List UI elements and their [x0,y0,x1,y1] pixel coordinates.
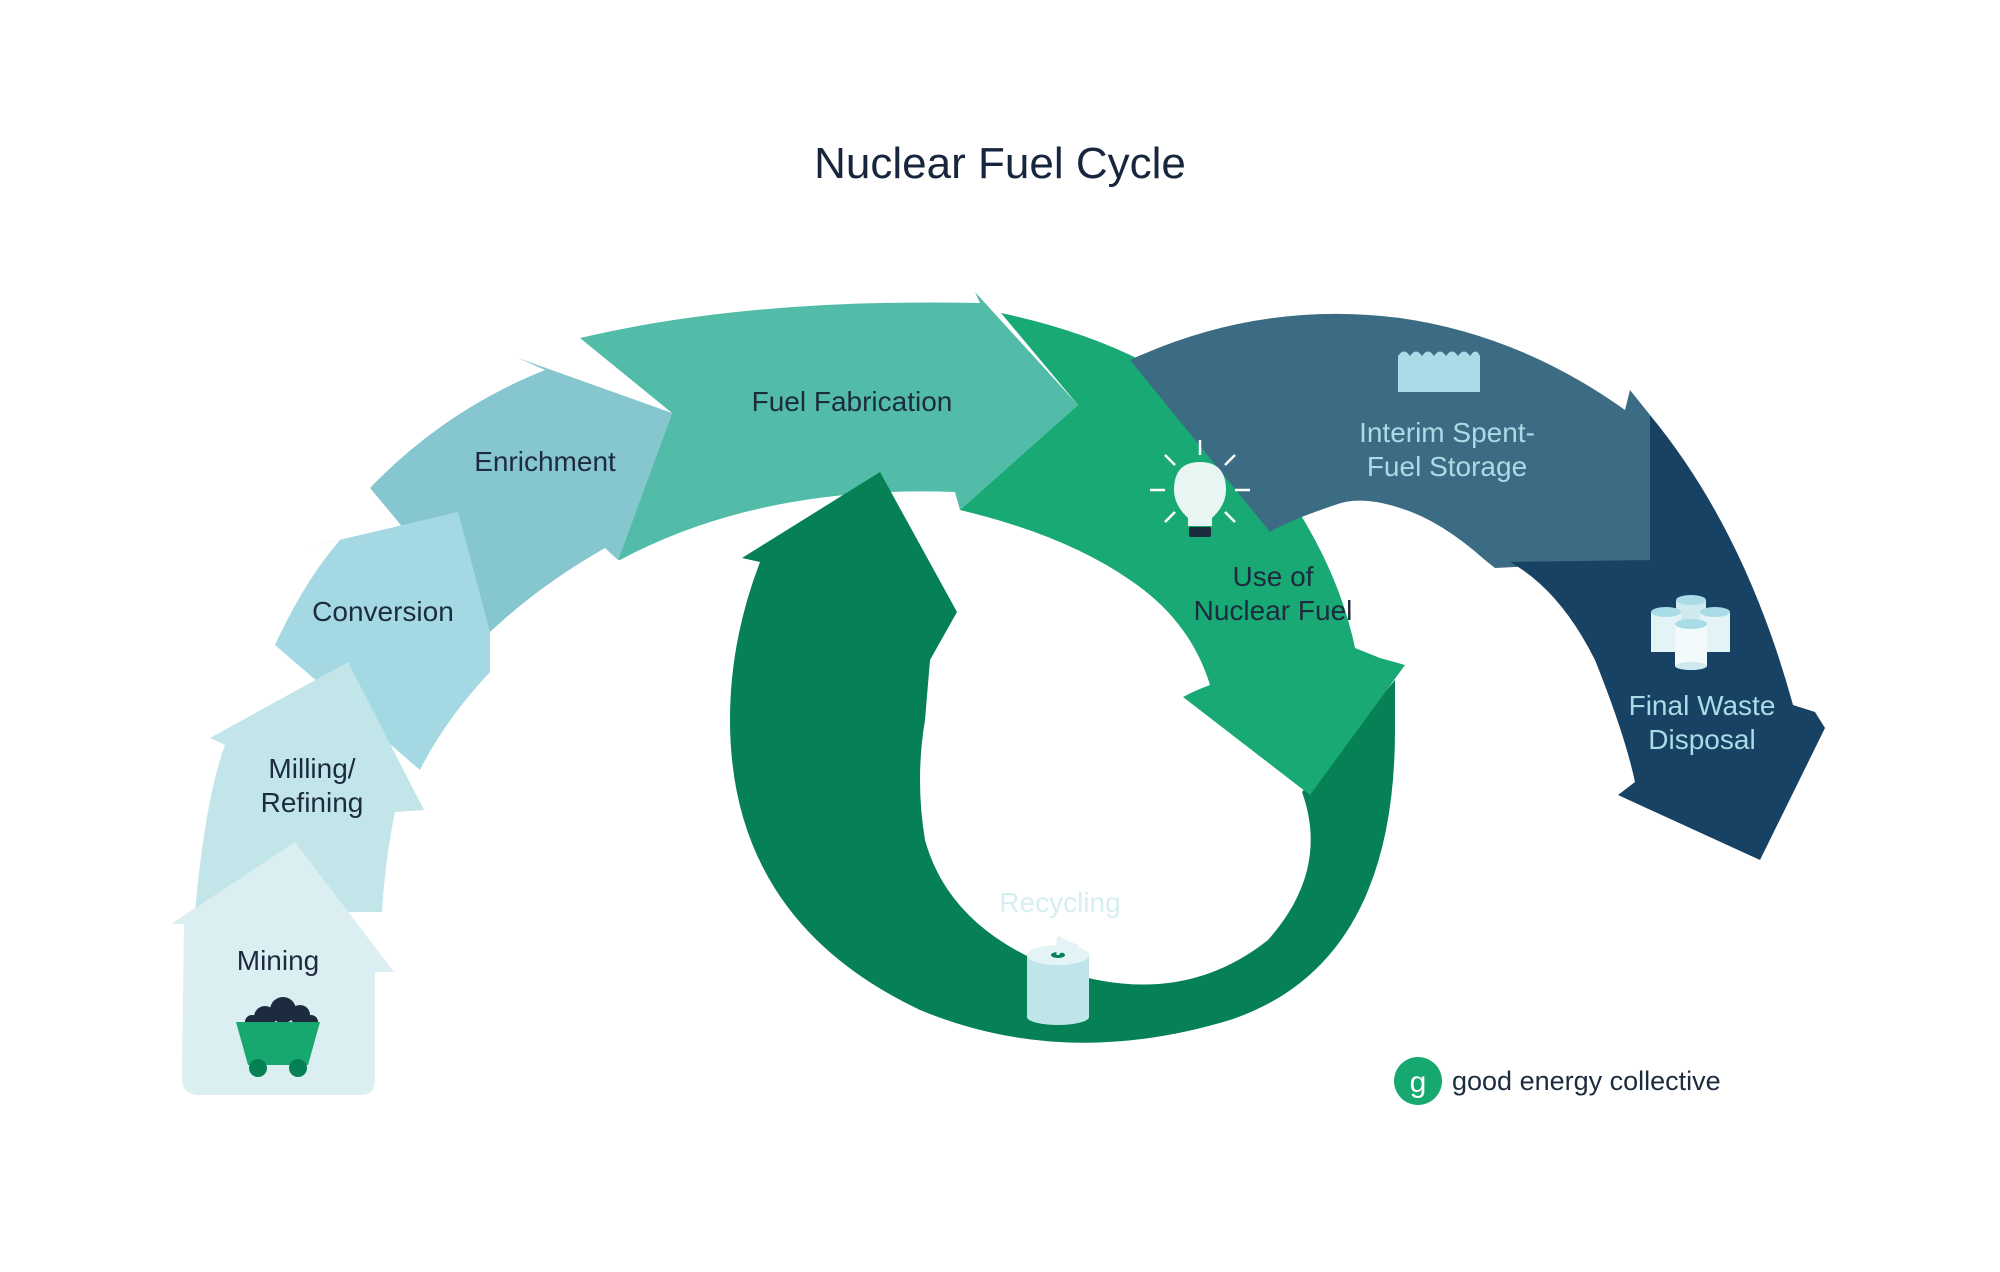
waste-canisters-icon [1651,595,1730,670]
page-title: Nuclear Fuel Cycle [814,139,1186,188]
milling-label-line1: Milling/ [268,753,355,784]
brand-name: good energy collective [1452,1066,1721,1096]
disposal-label-line2: Disposal [1648,724,1755,755]
disposal-label-line1: Final Waste [1629,690,1776,721]
mine-cart-icon [236,997,320,1077]
milling-label-line2: Refining [261,787,364,818]
mining-label: Mining [237,945,319,976]
conversion-label: Conversion [312,596,454,627]
good-energy-logo-icon: g [1394,1057,1442,1105]
svg-text:g: g [1410,1066,1427,1099]
use-label-line1: Use of [1233,561,1314,592]
storage-arrow [1130,313,1650,568]
enrichment-label: Enrichment [474,446,616,477]
brand: g good energy collective [1394,1057,1721,1105]
use-of-fuel-arrow [960,313,1405,795]
lightbulb-icon [1150,440,1250,537]
milling-arrow [195,662,424,912]
storage-label-line2: Fuel Storage [1367,451,1527,482]
conversion-arrow [275,512,490,770]
storage-label-line1: Interim Spent- [1359,417,1535,448]
fabrication-arrow [580,292,1078,560]
storage-pool-icon [1398,351,1480,392]
recycling-arrow [730,472,1395,1043]
fabrication-label: Fuel Fabrication [752,386,953,417]
recycling-label: Recycling [999,887,1120,918]
recycling-canister-icon [1027,936,1089,1025]
mining-arrow [171,842,394,1095]
use-label-line2: Nuclear Fuel [1194,595,1353,626]
